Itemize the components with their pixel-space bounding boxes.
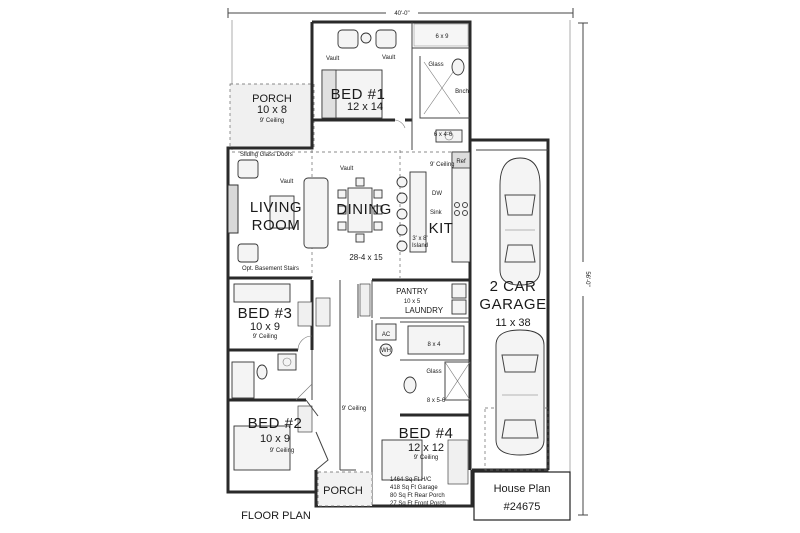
sliding-doors-label: Sliding Glass Doors [240,152,293,158]
laundry-name: LAUNDRY [405,306,444,315]
floor-plan-title: FLOOR PLAN [241,510,311,522]
bed1-size: 12 x 14 [347,101,383,113]
living-name-2: ROOM [252,217,301,234]
dining-size: 28-4 x 15 [349,253,383,262]
title-block [473,471,571,521]
depth-dimension-label: 56'-0" [584,271,590,286]
bath2-size-2: 8 x 5-6 [427,398,446,404]
porch-rear-ceiling: 9' Ceiling [260,118,285,124]
garage-size: 11 x 38 [495,317,530,329]
bed3-walls [228,280,331,352]
dining-vault: Vault [340,166,354,172]
center-hall [339,280,397,471]
kitchen-island [409,171,427,253]
bed3-size: 10 x 9 [250,321,280,333]
title-line-2: #24675 [504,501,541,513]
island-label: Island [412,243,428,249]
car-icon-top [499,157,541,286]
great-room [226,150,472,278]
bed4-size: 12 x 12 [408,442,444,454]
porch-front-name: PORCH [323,485,363,497]
bed3-name: BED #3 [238,305,293,322]
bed1-vault-left: Vault [326,56,340,62]
title-line-1: House Plan [494,483,551,495]
bed3-ceiling: 9' Ceiling [253,334,278,340]
ac-label: AC [382,332,391,338]
kitchen-ref: Ref [456,159,466,165]
garage-name-1: 2 CAR [490,278,537,295]
master-closet-size: 6 x 9 [435,34,449,40]
front-porch [317,471,373,507]
car-icon-bottom [495,329,545,456]
pantry-size: 10 x 5 [404,299,421,305]
stat-1: 1464 Sq Ft H/C [390,477,432,483]
bed4-bed [381,439,423,481]
bed4-ceiling: 9' Ceiling [414,455,439,461]
kitchen-name: KIT [429,220,454,237]
dining-table [347,187,373,233]
hall-ceiling: 9' Ceiling [342,406,367,412]
bed2-size: 10 x 9 [260,433,290,445]
bed4-walls [371,439,469,506]
master-bath-bench: Bnch [455,89,469,95]
stat-2: 418 Sq Ft Garage [390,485,438,491]
bed2-bed [233,425,291,471]
porch-rear-size: 10 x 8 [257,104,287,116]
basement-stairs-label: Opt. Basement Stairs [242,266,299,272]
hall-bath [228,350,313,402]
pantry-laundry [357,278,470,319]
bed2-ceiling: 9' Ceiling [270,448,295,454]
sofa [303,177,329,249]
bath2-glass: Glass [426,369,441,375]
top-dimension [227,6,574,18]
bed1-vault-right: Vault [382,55,396,61]
master-bath-glass: Glass [428,62,443,68]
living-name-1: LIVING [250,199,302,216]
bed1-name: BED #1 [331,86,386,103]
porch-rear-name: PORCH [252,93,292,105]
bath2-size: 8 x 4 [427,342,441,348]
island-size: 3' x 8' [412,236,427,242]
living-vault: Vault [280,179,294,185]
width-dimension-label: 40'-0" [394,11,409,17]
stat-3: 80 Sq Ft Rear Porch [390,493,445,499]
bed3-bed [233,283,291,303]
wh-label: WH [381,348,391,354]
master-bath-size: 6 x 4-6 [434,132,453,138]
bed4-name: BED #4 [399,425,454,442]
garage-name-2: GARAGE [479,296,546,313]
kitchen-ceiling: 9' Ceiling [430,162,455,168]
rear-porch [229,83,315,149]
bed2-walls [233,399,329,471]
kitchen-dw: DW [432,191,442,197]
bed1-walls [312,22,470,150]
stat-4: 27 Sq Ft Front Porch [390,501,446,507]
pantry-name: PANTRY [396,287,428,296]
right-dimension [577,22,589,516]
coffee-table [269,195,295,229]
bath-2 [400,321,471,417]
kitchen-sink: Sink [430,210,443,216]
dining-name: DINING [336,201,392,218]
bed2-name: BED #2 [248,415,303,432]
